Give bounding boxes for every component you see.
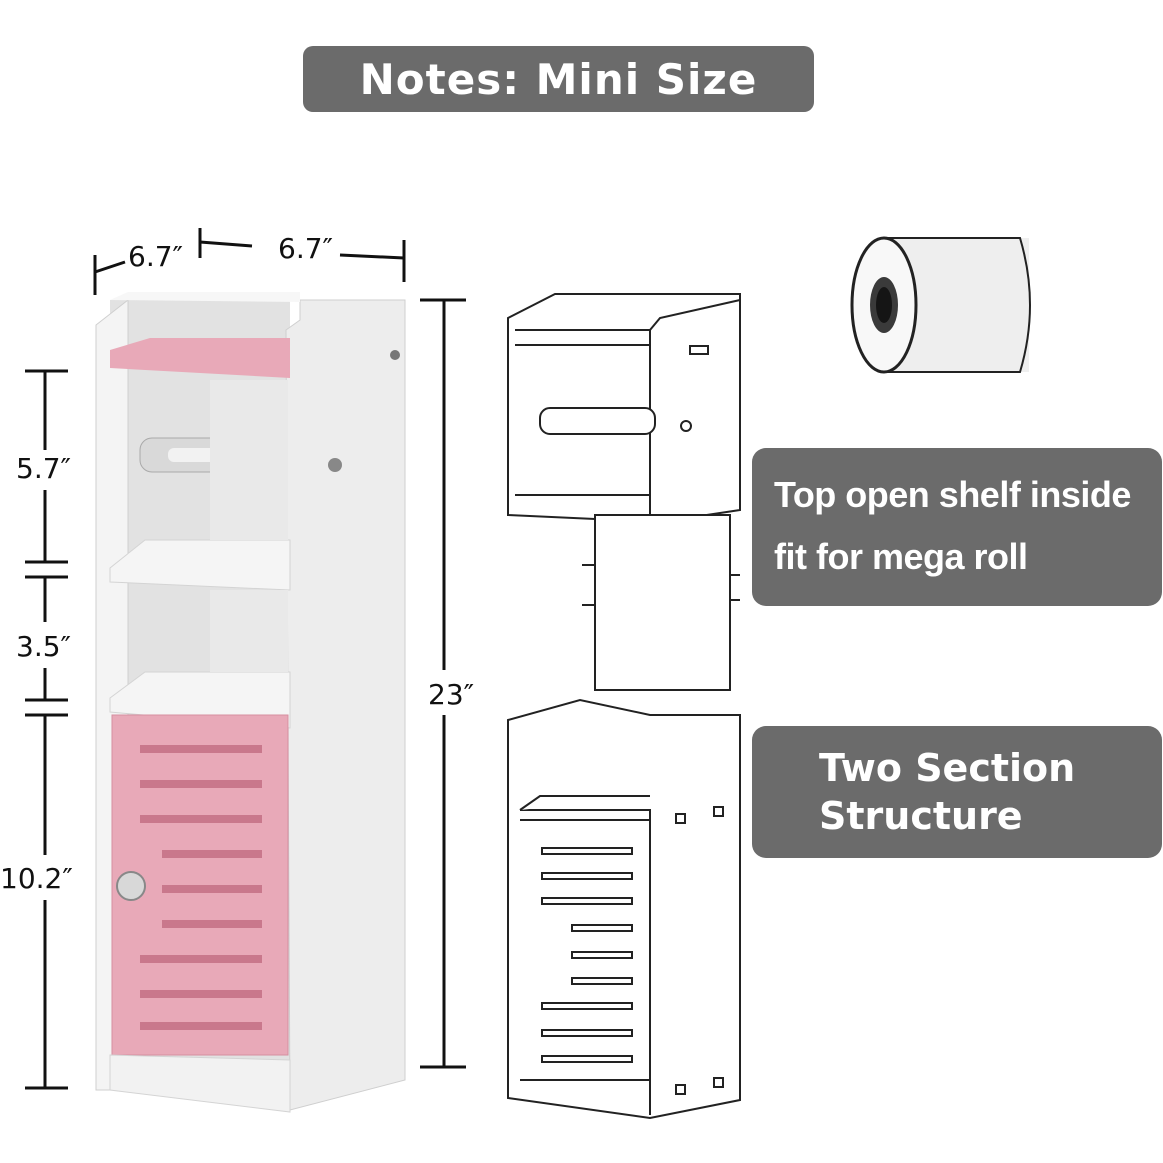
drawing-slat	[541, 1002, 633, 1010]
drawing-slat	[541, 1029, 633, 1037]
note-shelf-line2: fit for mega roll	[774, 536, 1028, 577]
note-structure-line2: Structure	[819, 794, 1023, 838]
note-structure-line1: Two Section	[819, 746, 1076, 790]
section-middle-label: 3.5″	[16, 630, 71, 663]
depth-label: 6.7″	[128, 240, 183, 273]
drawing-slat	[541, 872, 633, 880]
door-slat	[140, 955, 262, 963]
exploded-drawing	[507, 293, 741, 1120]
door-slat	[140, 780, 262, 788]
cabinet-photo	[95, 292, 406, 1113]
note-banner-shelf: Top open shelf inside fit for mega roll	[752, 448, 1162, 606]
door-slat	[140, 990, 262, 998]
drawing-slat	[541, 897, 633, 905]
drawing-slat	[541, 1055, 633, 1063]
door-slats	[140, 745, 262, 1030]
dimension-lines	[25, 228, 466, 1090]
drawing-slat	[571, 977, 633, 985]
section-top-label: 5.7″	[16, 452, 71, 485]
title-text: Notes: Mini Size	[359, 54, 758, 104]
door-slat	[162, 885, 262, 893]
drawing-door-slats	[541, 847, 633, 1063]
toilet-roll-illustration	[850, 236, 1031, 374]
door-slat	[140, 815, 262, 823]
note-banner-structure: Two Section Structure	[752, 726, 1162, 858]
drawing-slat	[541, 847, 633, 855]
drawing-slat	[571, 924, 633, 932]
door-slat	[140, 745, 262, 753]
width-label: 6.7″	[278, 232, 333, 265]
total-height-label: 23″	[428, 678, 475, 711]
door-slat	[162, 850, 262, 858]
drawing-slat	[571, 951, 633, 959]
door-slat	[140, 1022, 262, 1030]
note-shelf-line1: Top open shelf inside	[774, 474, 1131, 515]
section-bottom-label: 10.2″	[0, 862, 73, 895]
door-knob	[116, 871, 146, 901]
door-slat	[162, 920, 262, 928]
title-banner: Notes: Mini Size	[303, 46, 814, 112]
